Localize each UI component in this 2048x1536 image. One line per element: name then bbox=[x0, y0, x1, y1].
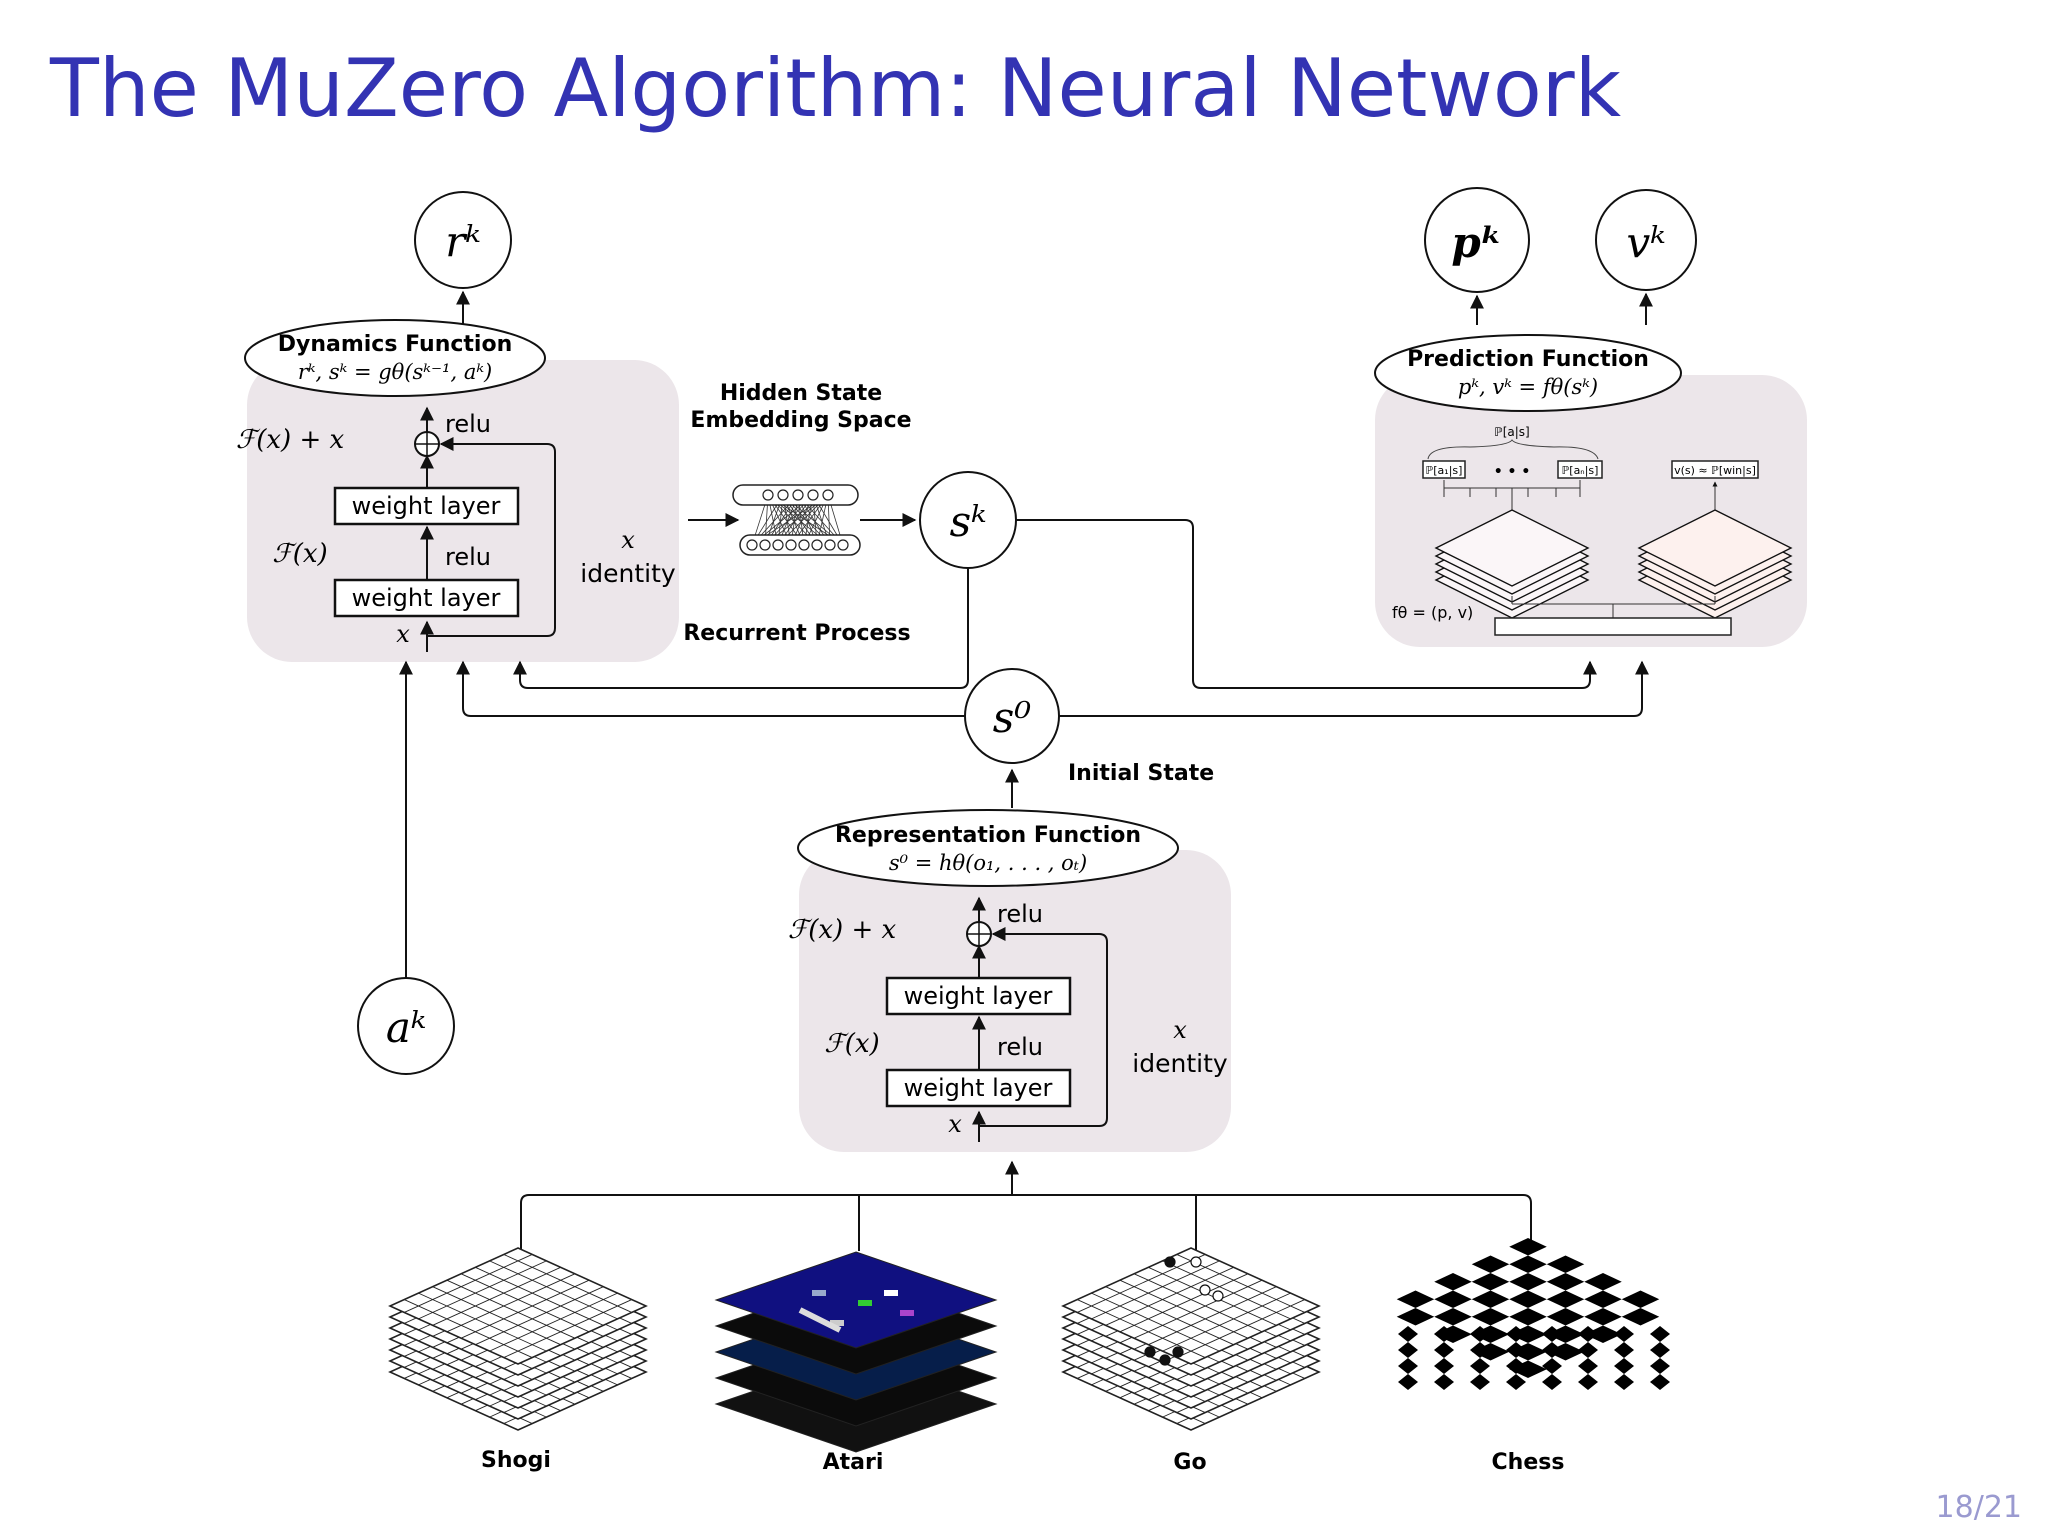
weight-layer-bottom: weight layer bbox=[352, 584, 501, 612]
representation-function-label: Representation Function s⁰ = hθ(o₁, . . … bbox=[797, 809, 1179, 887]
hidden-state-title-line1: Hidden State bbox=[720, 381, 882, 406]
embedding-network-icon bbox=[732, 484, 861, 556]
fx-plus-x-label: ℱ(x) + x bbox=[236, 425, 345, 455]
weight-layer-bottom: weight layer bbox=[904, 1074, 1053, 1102]
relu-bottom-label: relu bbox=[445, 543, 491, 571]
relu-top-label: relu bbox=[445, 410, 491, 438]
reward-output-label: rᵏ bbox=[445, 217, 480, 266]
identity-label: identity bbox=[580, 559, 676, 588]
slide-title: The MuZero Algorithm: Neural Network bbox=[50, 42, 1622, 135]
representation-residual-block: weight layer weight layer ℱ(x) + x relu … bbox=[788, 896, 1228, 1142]
dynamics-formula: rᵏ, sᵏ = gθ(sᵏ⁻¹, aᵏ) bbox=[298, 360, 492, 384]
initial-state-label: s⁰ bbox=[993, 693, 1032, 742]
policy-first-box: ℙ[a₁|s] bbox=[1426, 464, 1463, 477]
representation-title: Representation Function bbox=[835, 823, 1141, 848]
action-node: aᵏ bbox=[357, 977, 455, 1075]
action-label: aᵏ bbox=[386, 1003, 426, 1052]
fx-label: ℱ(x) bbox=[272, 539, 327, 569]
value-output-node: vᵏ bbox=[1595, 189, 1697, 291]
policy-last-box: ℙ[aₙ|s] bbox=[1562, 464, 1599, 477]
x-input-label: x bbox=[948, 1110, 962, 1138]
prediction-function-label: Prediction Function pᵏ, vᵏ = fθ(sᵏ) bbox=[1374, 334, 1682, 412]
fx-label: ℱ(x) bbox=[824, 1029, 879, 1059]
chess-board-stack bbox=[1396, 1238, 1670, 1390]
shogi-board-stack bbox=[388, 1247, 648, 1431]
prediction-network-detail: ℙ[a|s] ℙ[a₁|s] • • • ℙ[aₙ|s] v(s) ≈ ℙ[wi… bbox=[1392, 425, 1793, 636]
f-theta-label: fθ = (p, v) bbox=[1392, 603, 1473, 622]
relu-bottom-label: relu bbox=[997, 1033, 1043, 1061]
atari-frame-stack bbox=[714, 1251, 998, 1453]
hidden-state-label: sᵏ bbox=[950, 497, 987, 546]
value-output-label: vᵏ bbox=[1626, 218, 1665, 267]
x-input-label: x bbox=[396, 620, 410, 648]
weight-layer-top: weight layer bbox=[352, 492, 501, 520]
identity-x-label: x bbox=[1173, 1016, 1187, 1044]
identity-x-label: x bbox=[621, 526, 635, 554]
recurrent-process-label: Recurrent Process bbox=[683, 621, 910, 646]
dynamics-residual-block: weight layer weight layer ℱ(x) + x relu … bbox=[236, 406, 676, 652]
initial-state-caption: Initial State bbox=[1068, 761, 1214, 786]
dynamics-function-label: Dynamics Function rᵏ, sᵏ = gθ(sᵏ⁻¹, aᵏ) bbox=[244, 319, 546, 397]
identity-label: identity bbox=[1132, 1049, 1228, 1078]
weight-layer-top: weight layer bbox=[904, 982, 1053, 1010]
value-box: v(s) ≈ ℙ[win|s] bbox=[1674, 464, 1756, 477]
go-board-stack bbox=[1061, 1247, 1321, 1431]
representation-formula: s⁰ = hθ(o₁, . . . , oₜ) bbox=[889, 851, 1087, 875]
dynamics-title: Dynamics Function bbox=[278, 332, 513, 357]
game-label-chess: Chess bbox=[1492, 1450, 1565, 1475]
game-label-shogi: Shogi bbox=[481, 1448, 551, 1473]
page-number: 18/21 bbox=[1935, 1490, 2022, 1525]
relu-top-label: relu bbox=[997, 900, 1043, 928]
hidden-state-title-line2: Embedding Space bbox=[690, 408, 911, 433]
policy-output-node: pᵏ bbox=[1424, 187, 1530, 293]
game-label-atari: Atari bbox=[823, 1450, 884, 1475]
policy-ellipsis: • • • bbox=[1494, 464, 1531, 480]
reward-output-node: rᵏ bbox=[414, 191, 512, 289]
game-label-go: Go bbox=[1173, 1450, 1206, 1475]
initial-state-node: s⁰ bbox=[964, 668, 1060, 764]
policy-output-label: pᵏ bbox=[1451, 218, 1502, 267]
policy-distribution-header: ℙ[a|s] bbox=[1494, 425, 1529, 439]
prediction-title: Prediction Function bbox=[1407, 347, 1649, 372]
hidden-state-node: sᵏ bbox=[919, 471, 1017, 569]
fx-plus-x-label: ℱ(x) + x bbox=[788, 915, 897, 945]
prediction-formula: pᵏ, vᵏ = fθ(sᵏ) bbox=[1458, 375, 1598, 399]
